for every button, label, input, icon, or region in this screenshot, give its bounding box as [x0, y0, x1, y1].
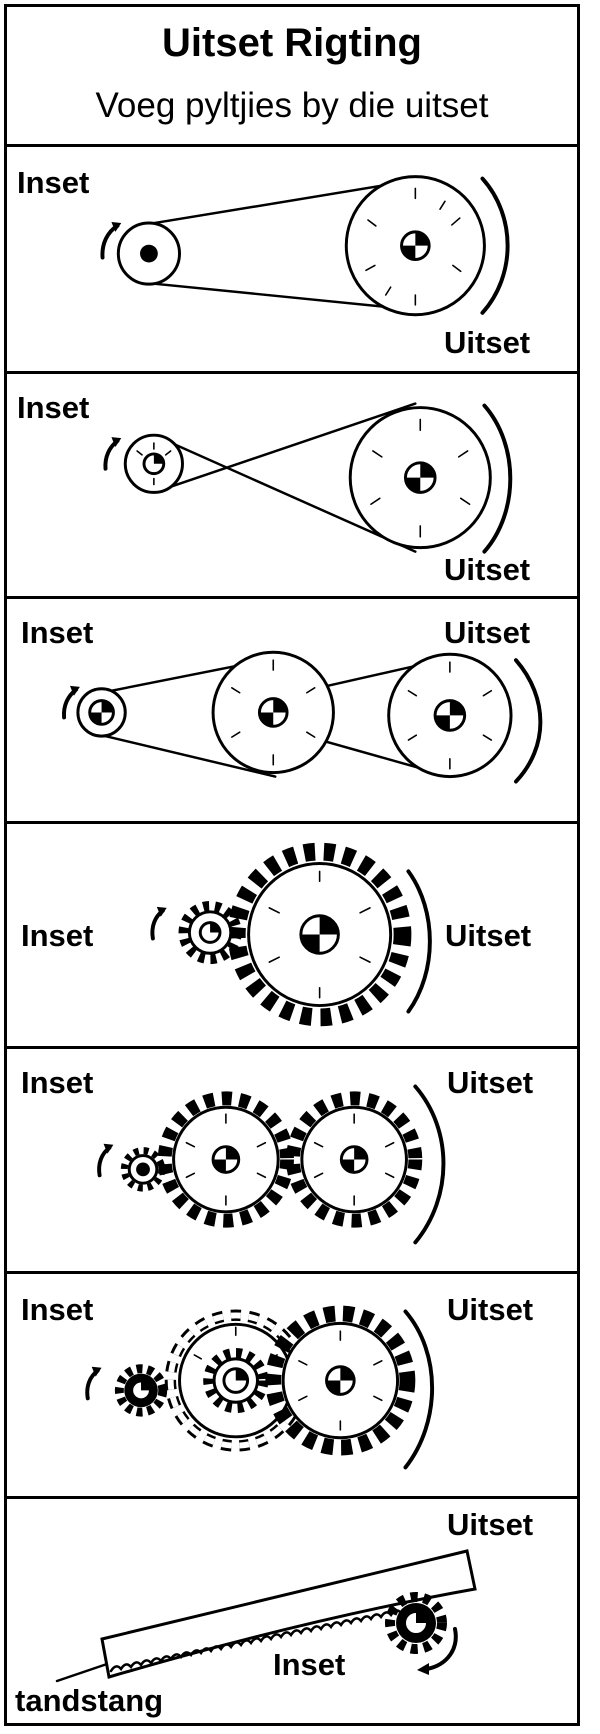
middle-gear-teeth [157, 1091, 294, 1228]
input-rotation-arrow [425, 1627, 458, 1671]
input-label: Inset [21, 1292, 94, 1327]
input-label: Inset [17, 390, 90, 425]
small-compound-gear-teeth [203, 1348, 269, 1414]
input-gear-teeth [114, 1364, 168, 1417]
output-arrow-guide [514, 658, 543, 784]
page-title: Uitset Rigting [162, 21, 422, 65]
input-label: Inset [17, 165, 90, 200]
output-label: Uitset [444, 325, 531, 360]
input-label: Inset [21, 918, 94, 953]
pinion-teeth [385, 1592, 447, 1654]
panel-rack-pinion: Uitset Inset tandstang [7, 1499, 577, 1723]
output-arrow-guide [406, 869, 432, 1014]
page-subtitle: Voeg pyltjies by die uitset [95, 86, 489, 125]
input-gear-teeth [178, 900, 242, 965]
panel-compound-gears: Inset Uitset [7, 1274, 577, 1499]
rack [100, 1549, 477, 1679]
rack-teeth [109, 1605, 423, 1673]
input-label: Inset [21, 615, 94, 650]
rack-label: tandstang [15, 1683, 164, 1718]
idler-belt-drawing [62, 650, 543, 784]
input-label: Inset [21, 1065, 94, 1100]
output-gear-teeth [265, 1305, 416, 1456]
panel-crossed-belt: Inset Uitset [7, 374, 577, 599]
output-label: Uitset [444, 552, 531, 587]
rack-pinion-drawing [55, 1549, 477, 1683]
panel-open-belt: Inset Uitset [7, 147, 577, 374]
output-label: Uitset [447, 1292, 534, 1327]
open-belt-drawing [100, 175, 510, 317]
panel-idler-belt: Inset Uitset [7, 599, 577, 824]
output-arrow-guide [413, 1084, 446, 1245]
header: Uitset Rigting Voeg pyltjies by die uits… [7, 7, 577, 147]
output-label: Uitset [445, 918, 532, 953]
three-gears-drawing [97, 1084, 446, 1245]
panel-three-gears: Inset Uitset [7, 1049, 577, 1274]
output-label: Uitset [447, 1507, 534, 1542]
input-label: Inset [273, 1647, 346, 1682]
panel-two-gears: Inset Uitset [7, 824, 577, 1049]
input-axle [140, 244, 158, 263]
output-arrow-guide [403, 1309, 435, 1470]
worksheet: Uitset Rigting Voeg pyltjies by die uits… [4, 4, 580, 1726]
output-arrow-guide [480, 176, 510, 315]
two-gears-drawing [150, 842, 432, 1027]
compound-gears-drawing [85, 1305, 435, 1470]
crossed-belt-drawing [103, 402, 513, 554]
output-label: Uitset [444, 615, 531, 650]
output-arrow-guide [482, 403, 513, 554]
output-gear-teeth [286, 1091, 423, 1228]
output-label: Uitset [447, 1065, 534, 1100]
